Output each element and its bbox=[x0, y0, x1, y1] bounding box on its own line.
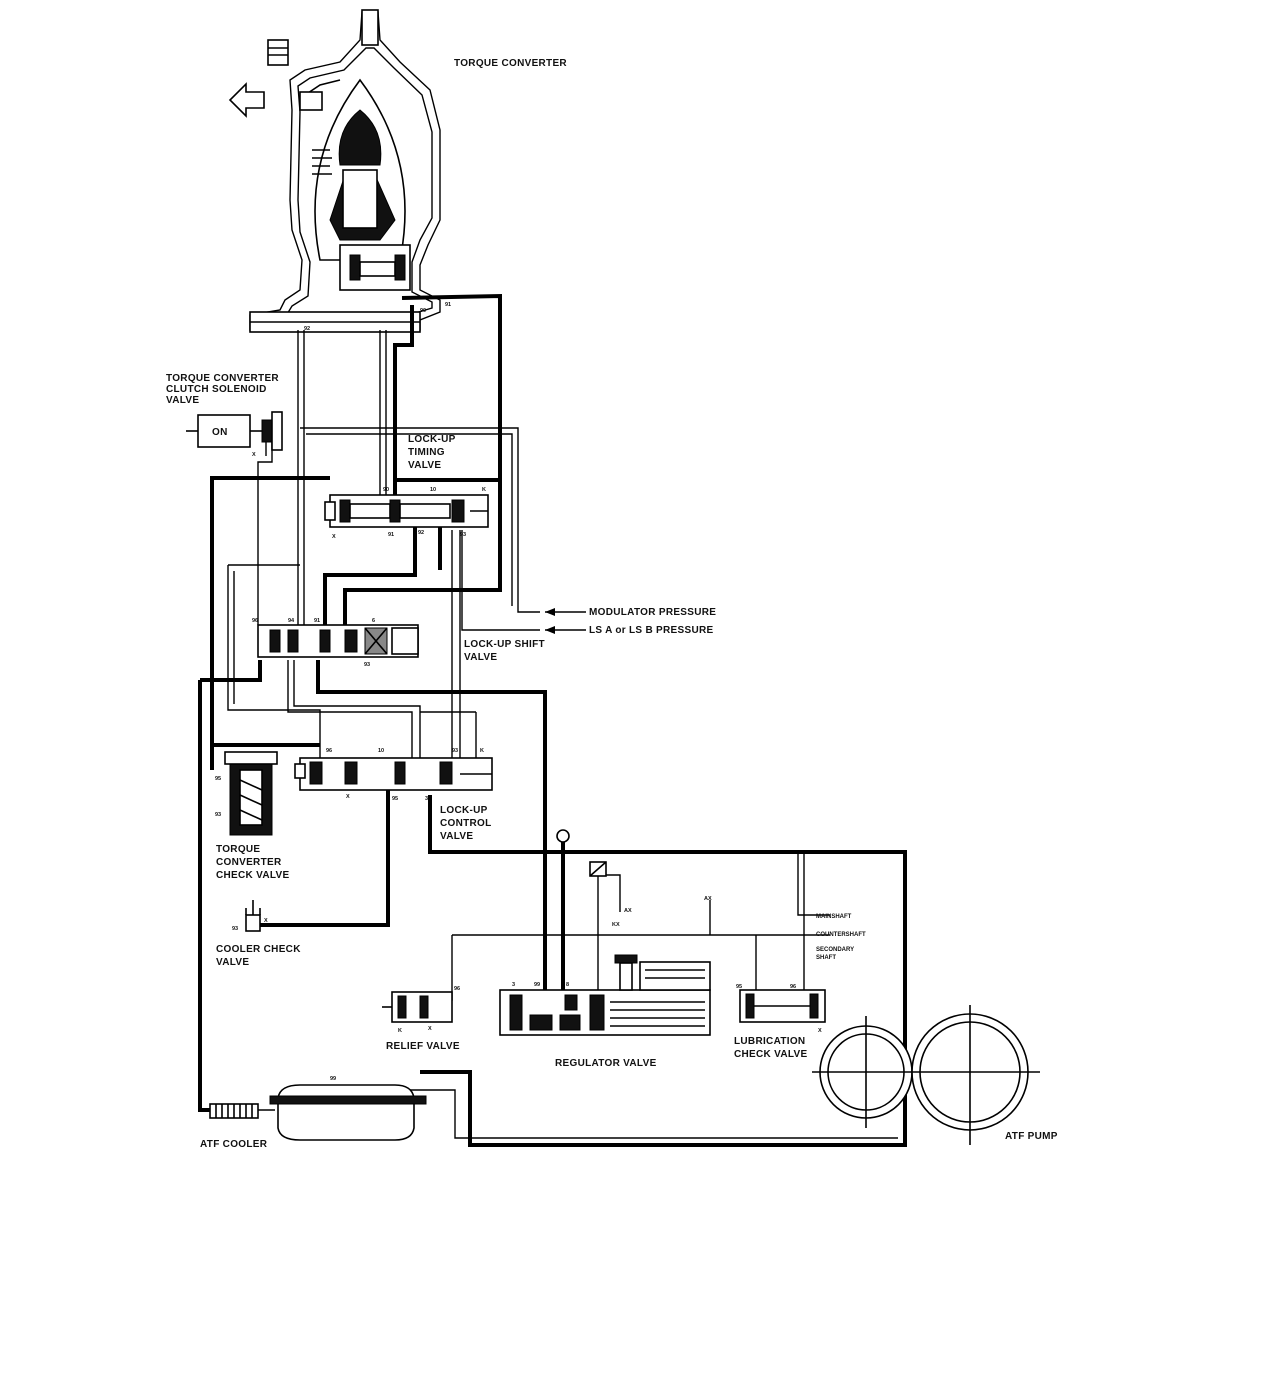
port-label-reg-kx: KX bbox=[612, 922, 620, 928]
lockup-control-label-3: VALVE bbox=[440, 831, 473, 842]
ls-pressure-arrow bbox=[545, 626, 586, 634]
port-label-timing-91: 91 bbox=[388, 532, 394, 538]
port-label-tccheck-93: 93 bbox=[215, 812, 221, 818]
port-label-lube-95: 95 bbox=[736, 984, 742, 990]
port-label-timing-k: K bbox=[482, 487, 486, 493]
port-label-timing-90: 90 bbox=[383, 487, 389, 493]
pressure-gauge-icon bbox=[556, 829, 570, 843]
lubrication-check-label-2: CHECK VALVE bbox=[734, 1049, 808, 1060]
port-label-reg-99: 99 bbox=[534, 982, 540, 988]
cooler-check-label-1: COOLER CHECK bbox=[216, 944, 301, 955]
cooler-check-label-2: VALVE bbox=[216, 957, 249, 968]
atf-pump bbox=[812, 1005, 1040, 1145]
port-label-timing-10: 10 bbox=[430, 487, 436, 493]
lubrication-check-valve: 95 96 X bbox=[736, 984, 826, 1034]
port-label-shift-93: 93 bbox=[364, 662, 370, 668]
port-label-shift-91: 91 bbox=[314, 618, 320, 624]
port-label-tccheck-95: 95 bbox=[215, 776, 221, 782]
port-label-timing-92: 92 bbox=[418, 530, 424, 536]
port-label-reg-8: 8 bbox=[566, 982, 569, 988]
port-label-control-3: 3 bbox=[425, 796, 428, 802]
torque-converter-check-valve: 95 93 bbox=[215, 751, 278, 836]
port-label-control-93: 93 bbox=[452, 748, 458, 754]
lockup-control-label-2: CONTROL bbox=[440, 818, 492, 829]
port-label-lube-96: 96 bbox=[790, 984, 796, 990]
tcc-solenoid-label-3: VALVE bbox=[166, 395, 199, 406]
engine-arrow-icon bbox=[228, 82, 265, 118]
port-label-pan-99: 99 bbox=[330, 1076, 336, 1082]
port-label-shift-96: 96 bbox=[252, 618, 258, 624]
atf-pump-label: ATF PUMP bbox=[1005, 1131, 1058, 1142]
port-label-control-96: 96 bbox=[326, 748, 332, 754]
tc-check-label-3: CHECK VALVE bbox=[216, 870, 290, 881]
relief-valve-label: RELIEF VALVE bbox=[386, 1041, 460, 1052]
solenoid-state-label: ON bbox=[212, 427, 228, 438]
port-label-converter-inlet: 92 bbox=[304, 326, 310, 332]
port-label-control-k: K bbox=[480, 748, 484, 754]
countershaft-label: COUNTERSHAFT bbox=[816, 932, 866, 938]
port-label-reg-3: 3 bbox=[512, 982, 515, 988]
port-label-control-95: 95 bbox=[392, 796, 398, 802]
atf-cooler bbox=[209, 1103, 259, 1119]
torque-converter-label: TORQUE CONVERTER bbox=[454, 58, 567, 69]
port-label-control-10: 10 bbox=[378, 748, 384, 754]
port-label-ax: AX bbox=[704, 896, 712, 902]
port-label-lube-x: X bbox=[818, 1028, 822, 1034]
converter-cap bbox=[267, 39, 289, 66]
port-label-control-x: X bbox=[346, 794, 350, 800]
regulator-valve-label: REGULATOR VALVE bbox=[555, 1058, 657, 1069]
tcc-solenoid-valve: ON X bbox=[186, 411, 283, 458]
port-label-solenoid-x: X bbox=[252, 452, 256, 458]
lockup-timing-label-3: VALVE bbox=[408, 460, 441, 471]
hydraulic-lines bbox=[198, 293, 907, 1147]
tc-check-label-1: TORQUE bbox=[216, 844, 260, 855]
port-label-converter-90: 90 bbox=[420, 308, 426, 314]
secondary-shaft-label-1: SECONDARY bbox=[816, 947, 854, 953]
lockup-timing-label-2: TIMING bbox=[408, 447, 445, 458]
torque-converter: 92 90 91 bbox=[228, 9, 451, 333]
port-label-shift-6: 6 bbox=[372, 618, 375, 624]
port-label-cooler-x: X bbox=[264, 918, 268, 924]
lockup-control-label-1: LOCK-UP bbox=[440, 805, 488, 816]
modulator-pressure-arrow bbox=[545, 608, 586, 616]
regulator-valve: 3 99 8 AX KX bbox=[499, 829, 711, 1036]
lockup-control-valve: 96 10 93 K X 95 3 bbox=[294, 748, 493, 802]
oil-pan: 99 bbox=[269, 1076, 427, 1141]
port-label-converter-91: 91 bbox=[445, 302, 451, 308]
port-label-cooler-93: 93 bbox=[232, 926, 238, 932]
relief-valve: 96 K X bbox=[382, 986, 460, 1034]
port-label-timing-93: 93 bbox=[460, 532, 466, 538]
lubrication-check-label-1: LUBRICATION bbox=[734, 1036, 805, 1047]
port-label-shift-94: 94 bbox=[288, 618, 295, 624]
mainshaft-label: MAINSHAFT bbox=[816, 914, 852, 920]
tcc-solenoid-label-1: TORQUE CONVERTER bbox=[166, 373, 279, 384]
converter-shaft-stub bbox=[361, 9, 379, 46]
lockup-timing-valve: 90 10 K X 91 92 93 bbox=[324, 487, 489, 540]
port-label-reg-ax: AX bbox=[624, 908, 632, 914]
modulator-pressure-label: MODULATOR PRESSURE bbox=[589, 607, 716, 618]
tcc-solenoid-label-2: CLUTCH SOLENOID bbox=[166, 384, 267, 395]
port-label-relief-k: K bbox=[398, 1028, 402, 1034]
lockup-shift-label-2: VALVE bbox=[464, 652, 497, 663]
port-label-timing-x: X bbox=[332, 534, 336, 540]
lockup-timing-label-1: LOCK-UP bbox=[408, 434, 456, 445]
lockup-shift-valve: 96 94 91 6 93 bbox=[252, 618, 419, 668]
ls-pressure-label: LS A or LS B PRESSURE bbox=[589, 625, 713, 636]
tc-check-label-2: CONVERTER bbox=[216, 857, 282, 868]
port-label-relief-96: 96 bbox=[454, 986, 460, 992]
secondary-shaft-label-2: SHAFT bbox=[816, 955, 836, 961]
lockup-shift-label-1: LOCK-UP SHIFT bbox=[464, 639, 545, 650]
cooler-check-valve: 93 X bbox=[232, 900, 268, 932]
port-label-relief-x: X bbox=[428, 1026, 432, 1032]
atf-cooler-label: ATF COOLER bbox=[200, 1139, 268, 1150]
